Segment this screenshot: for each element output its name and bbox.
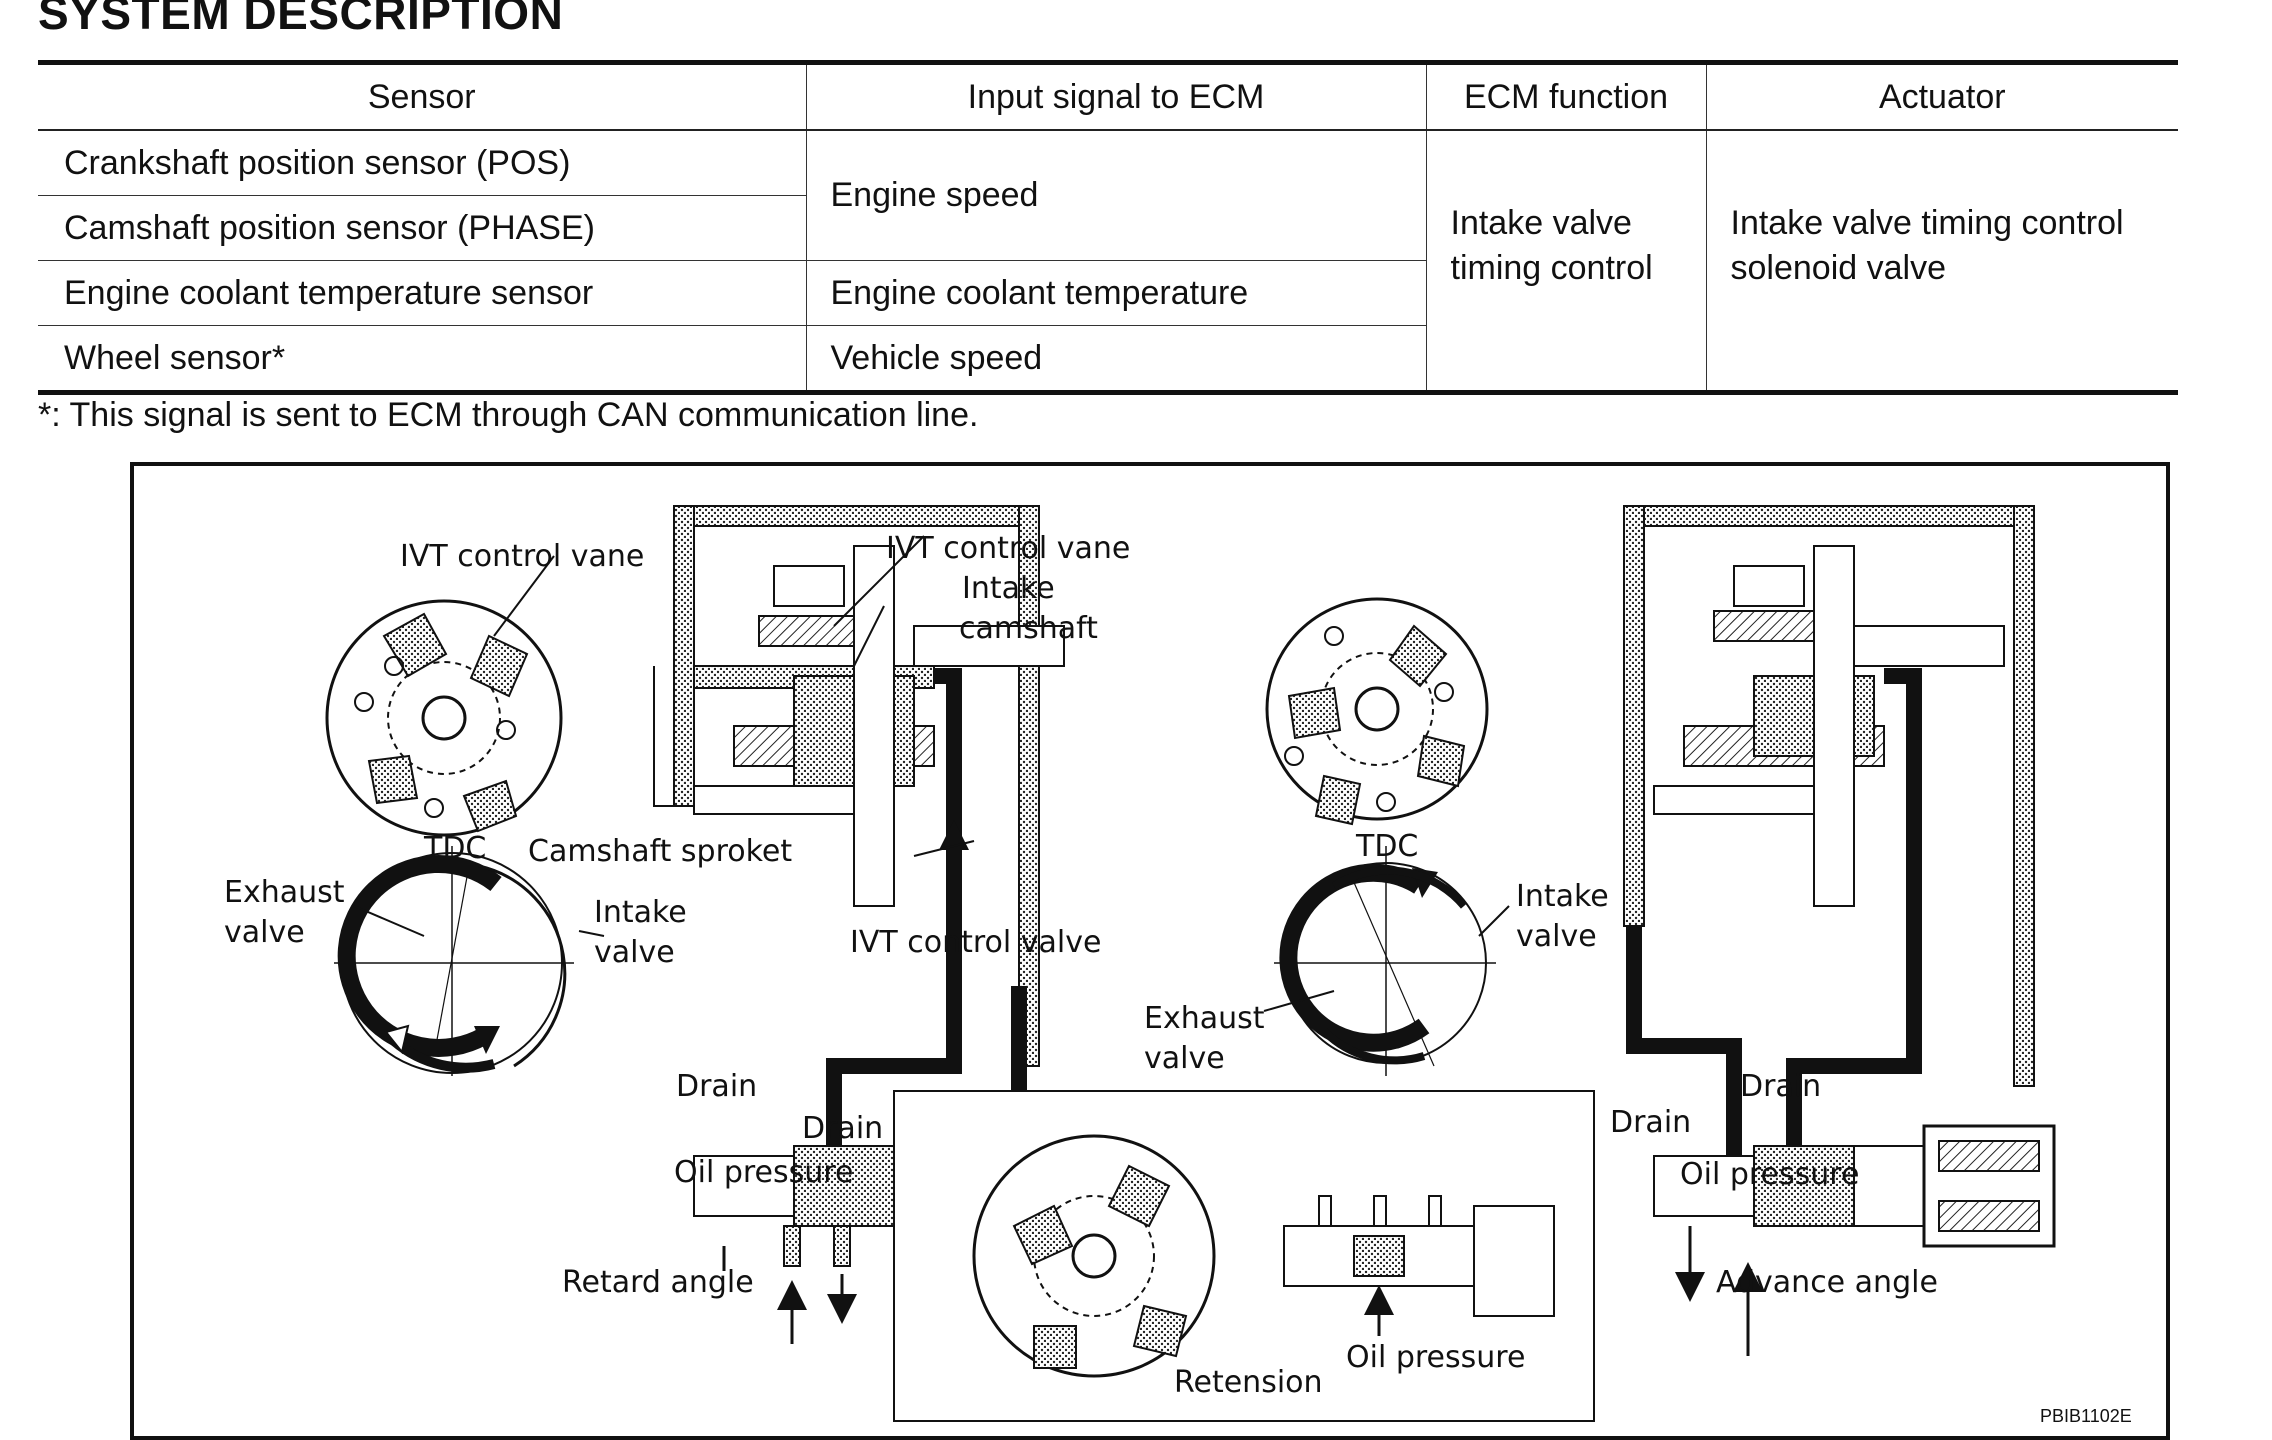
table-row: Camshaft position sensor (PHASE) <box>38 195 2178 261</box>
label-exhaust-left-2: valve <box>224 915 305 950</box>
rotor-advance-right <box>1265 597 1489 826</box>
label-intake-right-1: Intake <box>1516 879 1609 914</box>
label-exhaust-left-1: Exhaust <box>224 875 345 910</box>
ivt-diagram: IVT control vane IVT control vane Intake… <box>130 462 2170 1440</box>
input-signal-cell: Engine speed <box>805 130 1426 261</box>
label-oil-pressure-left: Oil pressure <box>674 1155 853 1190</box>
label-intake: Intake <box>962 571 1055 606</box>
table-row: Engine coolant temperature sensor Engine… <box>38 260 2178 326</box>
label-drain-left-2: Drain <box>802 1111 883 1146</box>
sensor-cell: Wheel sensor* <box>64 338 286 377</box>
label-camshaft-sprocket: Camshaft sproket <box>528 834 792 869</box>
label-intake-left-2: valve <box>594 935 675 970</box>
ivt-control-valve-right <box>1653 1124 2056 1356</box>
label-oil-pressure-right: Oil pressure <box>1680 1157 1859 1192</box>
label-exhaust-right-2: valve <box>1144 1041 1225 1076</box>
table-row: Wheel sensor* Vehicle speed <box>38 325 2178 393</box>
label-intake-right-2: valve <box>1516 919 1597 954</box>
actuator-cell: Intake valve timing control solenoid val… <box>1705 130 2178 393</box>
system-description-table: Sensor Input signal to ECM ECM function … <box>38 60 2178 395</box>
label-ivt-control-valve: IVT control valve <box>850 925 1101 960</box>
label-advance-angle: Advance angle <box>1716 1265 1938 1300</box>
cam-mechanism-left <box>653 505 1065 1156</box>
table-row: Crankshaft position sensor (POS) Engine … <box>38 130 2178 393</box>
actuator-line: Intake valve timing control <box>1730 204 2124 243</box>
input-signal-cell: Engine coolant temperature <box>805 260 1426 326</box>
actuator-line: solenoid valve <box>1730 248 1946 287</box>
label-ivt-vane-left: IVT control vane <box>400 539 644 574</box>
timing-diagram-advance <box>1274 846 1496 1076</box>
ecm-function-line: timing control <box>1450 248 1653 287</box>
label-retension: Retension <box>1174 1365 1323 1400</box>
diagram-labels: IVT control vane IVT control vane Intake… <box>224 531 2132 1426</box>
rotor-retard-left <box>325 599 563 837</box>
label-drain-right-2: Drain <box>1610 1105 1691 1140</box>
label-tdc-left: TDC <box>423 831 486 866</box>
label-retard-angle: Retard angle <box>562 1265 754 1300</box>
header-actuator: Actuator <box>1705 62 2178 131</box>
header-input-signal: Input signal to ECM <box>805 62 1426 131</box>
table-header-row: Sensor Input signal to ECM ECM function … <box>38 62 2178 131</box>
label-exhaust-right-1: Exhaust <box>1144 1001 1265 1036</box>
header-ecm-function: ECM function <box>1425 62 1706 131</box>
figure-code: PBIB1102E <box>2040 1406 2132 1426</box>
footnote: *: This signal is sent to ECM through CA… <box>38 396 979 434</box>
ivt-diagram-svg: IVT control vane IVT control vane Intake… <box>224 505 2132 1426</box>
page-title: SYSTEM DESCRIPTION <box>38 0 564 39</box>
sensor-cell: Camshaft position sensor (PHASE) <box>38 195 806 261</box>
label-tdc-right: TDC <box>1355 829 1418 864</box>
ecm-function-line: Intake valve <box>1450 204 1632 243</box>
header-sensor: Sensor <box>38 62 806 131</box>
label-ivt-vane-center: IVT control vane <box>886 531 1130 566</box>
input-signal-cell: Vehicle speed <box>805 325 1426 393</box>
ecm-function-cell: Intake valve timing control <box>1425 130 1706 393</box>
label-drain-right-1: Drain <box>1740 1069 1821 1104</box>
retension-inset <box>893 1090 1595 1422</box>
leader-lines <box>353 535 1510 1012</box>
timing-diagram-retard <box>334 846 574 1076</box>
sensor-cell: Engine coolant temperature sensor <box>38 260 806 326</box>
label-camshaft: camshaft <box>959 611 1098 646</box>
label-drain-left-1: Drain <box>676 1069 757 1104</box>
cam-mechanism-right <box>1623 505 2035 1156</box>
label-oil-pressure-center: Oil pressure <box>1346 1340 1525 1375</box>
label-intake-left-1: Intake <box>594 895 687 930</box>
sensor-cell: Crankshaft position sensor (POS) <box>38 130 806 196</box>
